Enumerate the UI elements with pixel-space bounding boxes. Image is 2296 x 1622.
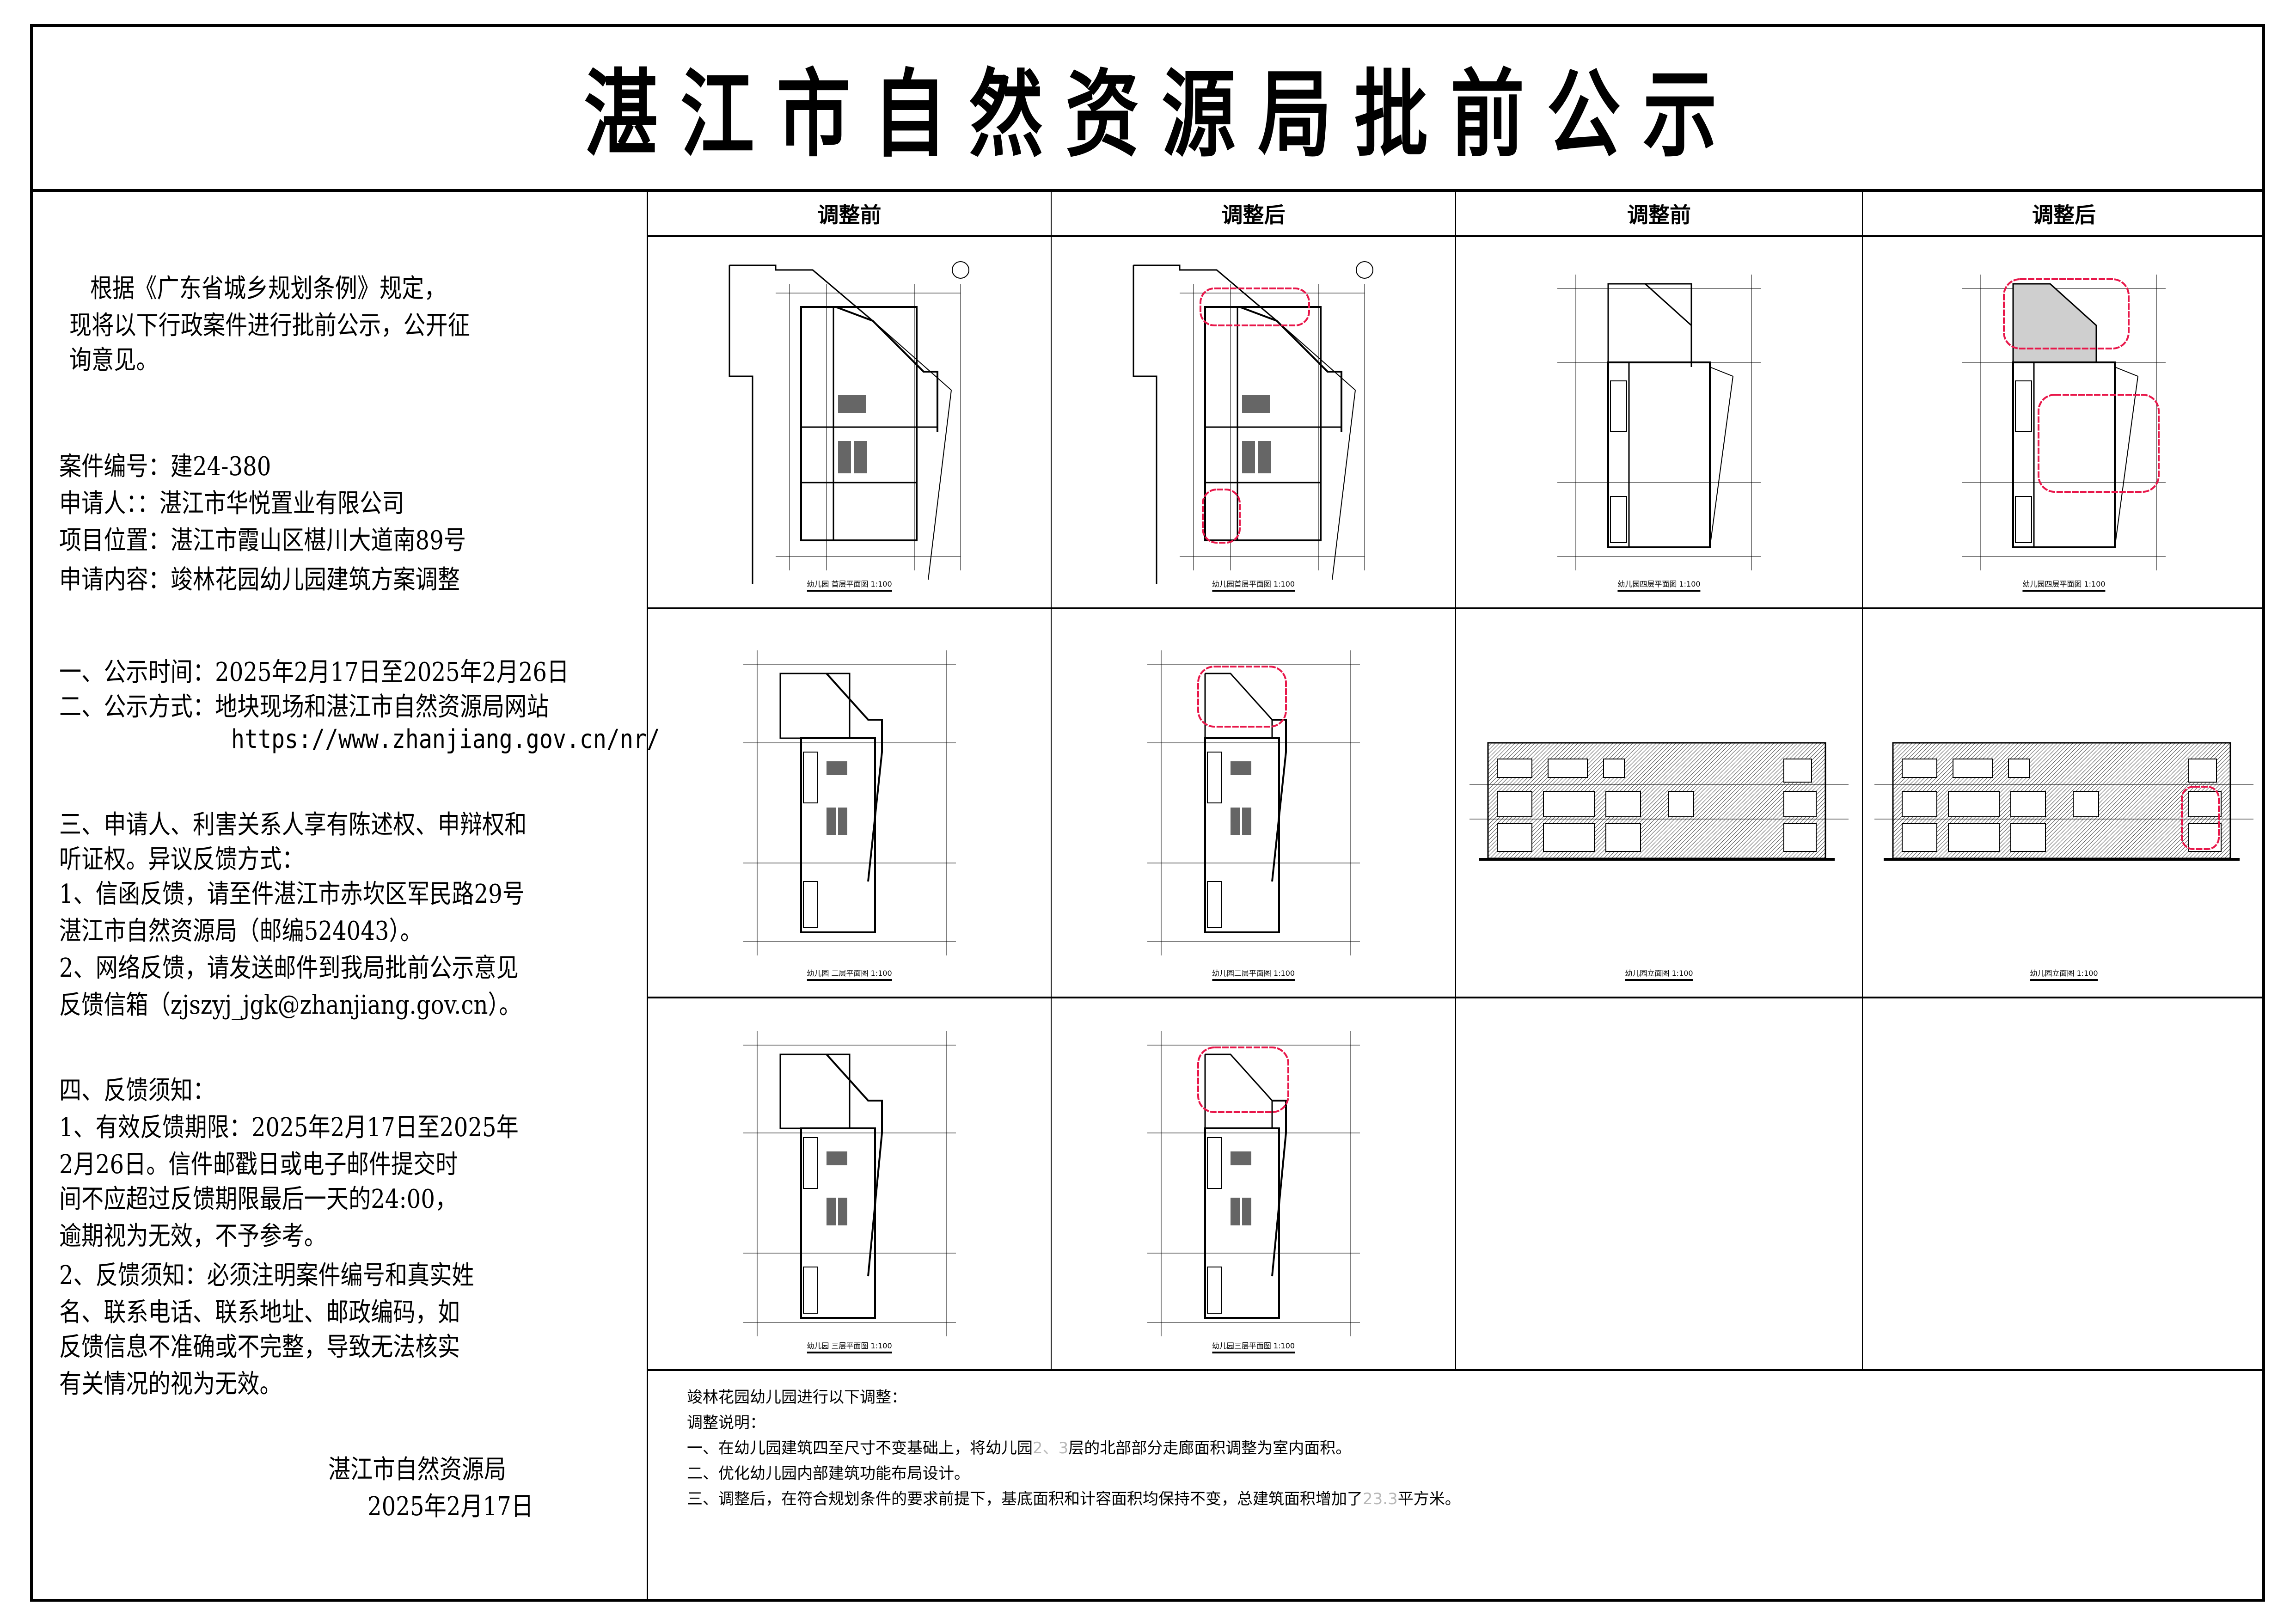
- drawing-cell-r3c2: 幼儿园三层平面图 1:100: [1052, 998, 1456, 1371]
- drawing-cell-r3c1: 幼儿园 三层平面图 1:100: [648, 998, 1052, 1371]
- floor-plan-drawing: [1962, 274, 2166, 570]
- section4-line-3: 2月26日。信件邮戳日或电子邮件提交时: [59, 1150, 458, 1180]
- section-publicity-time: 一、公示时间：2025年2月17日至2025年2月26日: [59, 657, 569, 687]
- signature: 湛江市自然资源局: [328, 1455, 507, 1485]
- section3-line-3: 1、信函反馈，请至件湛江市赤坎区军民路29号: [59, 879, 525, 909]
- section4-line-5: 逾期视为无效，不予参考。: [59, 1221, 326, 1251]
- floor-plan-drawing: [743, 650, 956, 955]
- section3-line-5: 2、网络反馈，请发送邮件到我局批前公示意见: [59, 953, 519, 983]
- drawing-caption: 幼儿园四层平面图 1:100: [1617, 578, 1701, 592]
- section4-line-4: 间不应超过反馈期限最后一天的24:00，: [59, 1184, 458, 1214]
- elevation-drawing: [1874, 742, 2253, 861]
- header-before-1: 调整前: [648, 192, 1052, 237]
- drawing-caption: 幼儿园 二层平面图 1:100: [807, 967, 892, 981]
- intro-line-2: 现将以下行政案件进行批前公示，公开征: [69, 311, 470, 341]
- drawing-cell-r1c3: 幼儿园四层平面图 1:100: [1456, 237, 1863, 609]
- application-content: 申请内容：竣林花园幼儿园建筑方案调整: [59, 565, 460, 595]
- revision-cloud: [1201, 488, 1241, 544]
- drawing-cell-r2c2: 幼儿园二层平面图 1:100: [1052, 609, 1456, 998]
- section4-line-8: 反馈信息不准确或不完整，导致无法核实: [59, 1332, 460, 1362]
- drawing-caption: 幼儿园首层平面图 1:100: [1212, 578, 1295, 592]
- section4-line-9: 有关情况的视为无效。: [59, 1369, 282, 1399]
- section4-line-1: 四、反馈须知：: [59, 1076, 215, 1106]
- header-after-1: 调整后: [1052, 192, 1456, 237]
- section4-line-6: 2、反馈须知：必须注明案件编号和真实姓: [59, 1261, 474, 1291]
- intro-line-1: 根据《广东省城乡规划条例》规定，: [90, 274, 447, 304]
- floor-plan-drawing: [1557, 274, 1761, 570]
- section3-line-2: 听证权。异议反馈方式：: [59, 845, 304, 875]
- notice-frame: [30, 24, 2265, 1602]
- signature-date: 2025年2月17日: [367, 1492, 533, 1522]
- header-before-2: 调整前: [1456, 192, 1863, 237]
- drawing-cell-r1c4: 幼儿园四层平面图 1:100: [1863, 237, 2265, 609]
- header-after-2: 调整后: [1863, 192, 2265, 237]
- website-link[interactable]: https://www.zhanjiang.gov.cn/nr/: [231, 724, 660, 754]
- drawing-caption: 幼儿园 三层平面图 1:100: [807, 1340, 892, 1353]
- floor-plan-drawing: [743, 1031, 956, 1336]
- floor-plan-drawing: [1133, 261, 1373, 584]
- drawing-cell-r2c3: 幼儿园立面图 1:100: [1456, 609, 1863, 998]
- revision-cloud: [1199, 287, 1310, 326]
- project-location: 项目位置：湛江市霞山区椹川大道南89号: [59, 526, 466, 556]
- revision-cloud: [2003, 278, 2130, 349]
- drawing-comparison-grid: 调整前 调整后 调整前 调整后 幼儿园 首: [648, 192, 2265, 1371]
- revision-cloud: [2181, 786, 2220, 850]
- elevation-drawing: [1469, 742, 1849, 861]
- drawing-cell-r2c4: 幼儿园立面图 1:100: [1863, 609, 2265, 998]
- revision-cloud: [1197, 666, 1287, 728]
- drawing-cell-r1c2: 幼儿园首层平面图 1:100: [1052, 237, 1456, 609]
- notes-heading: 竣林花园幼儿园进行以下调整：: [687, 1388, 907, 1407]
- drawing-caption: 幼儿园 首层平面图 1:100: [807, 578, 892, 592]
- empty-cell-r3c4: [1863, 998, 2265, 1371]
- notes-subheading: 调整说明：: [687, 1414, 765, 1432]
- section4-line-7: 名、联系电话、联系地址、邮政编码，如: [59, 1298, 460, 1328]
- drawing-cell-r2c1: 幼儿园 二层平面图 1:100: [648, 609, 1052, 998]
- drawing-caption: 幼儿园立面图 1:100: [1625, 967, 1693, 981]
- drawing-caption: 幼儿园三层平面图 1:100: [1212, 1340, 1295, 1353]
- empty-cell-r3c3: [1456, 998, 1863, 1371]
- section4-line-2: 1、有效反馈期限：2025年2月17日至2025年: [59, 1113, 519, 1143]
- notes-item-2: 二、优化幼儿园内部建筑功能布局设计。: [687, 1464, 970, 1483]
- intro-line-3: 询意见。: [69, 345, 159, 375]
- feedback-email[interactable]: 反馈信箱（zjszyj_jgk@zhanjiang.gov.cn）。: [59, 990, 521, 1020]
- section3-line-4: 湛江市自然资源局（邮编524043）。: [59, 916, 422, 946]
- case-number: 案件编号：建24-380: [59, 452, 271, 482]
- section-publicity-method: 二、公示方式：地块现场和湛江市自然资源局网站: [59, 692, 549, 722]
- revision-cloud: [2038, 393, 2160, 493]
- notes-item-1: 一、在幼儿园建筑四至尺寸不变基础上，将幼儿园2、3层的北部部分走廊面积调整为室内…: [687, 1439, 1352, 1457]
- drawing-caption: 幼儿园立面图 1:100: [2030, 967, 2098, 981]
- drawing-caption: 幼儿园四层平面图 1:100: [2022, 578, 2106, 592]
- floor-plan-drawing: [729, 261, 969, 584]
- drawing-cell-r1c1: 幼儿园 首层平面图 1:100: [648, 237, 1052, 609]
- left-panel: 根据《广东省城乡规划条例》规定， 现将以下行政案件进行批前公示，公开征 询意见。…: [30, 192, 660, 1602]
- revision-cloud: [1197, 1047, 1289, 1113]
- section3-line-1: 三、申请人、利害关系人享有陈述权、申辩权和: [59, 810, 527, 840]
- page-title: 湛江市自然资源局批前公示: [583, 60, 1739, 170]
- adjustment-notes: 竣林花园幼儿园进行以下调整： 调整说明： 一、在幼儿园建筑四至尺寸不变基础上，将…: [648, 1371, 2265, 1602]
- floor-plan-drawing: [1147, 650, 1360, 955]
- floor-plan-drawing: [1147, 1031, 1360, 1336]
- drawing-caption: 幼儿园二层平面图 1:100: [1212, 967, 1295, 981]
- applicant: 申请人：：湛江市华悦置业有限公司: [59, 489, 404, 519]
- title-row: 湛江市自然资源局批前公示: [30, 24, 2265, 192]
- notes-item-3: 三、调整后，在符合规划条件的要求前提下，基底面积和计容面积均保持不变，总建筑面积…: [687, 1490, 1461, 1508]
